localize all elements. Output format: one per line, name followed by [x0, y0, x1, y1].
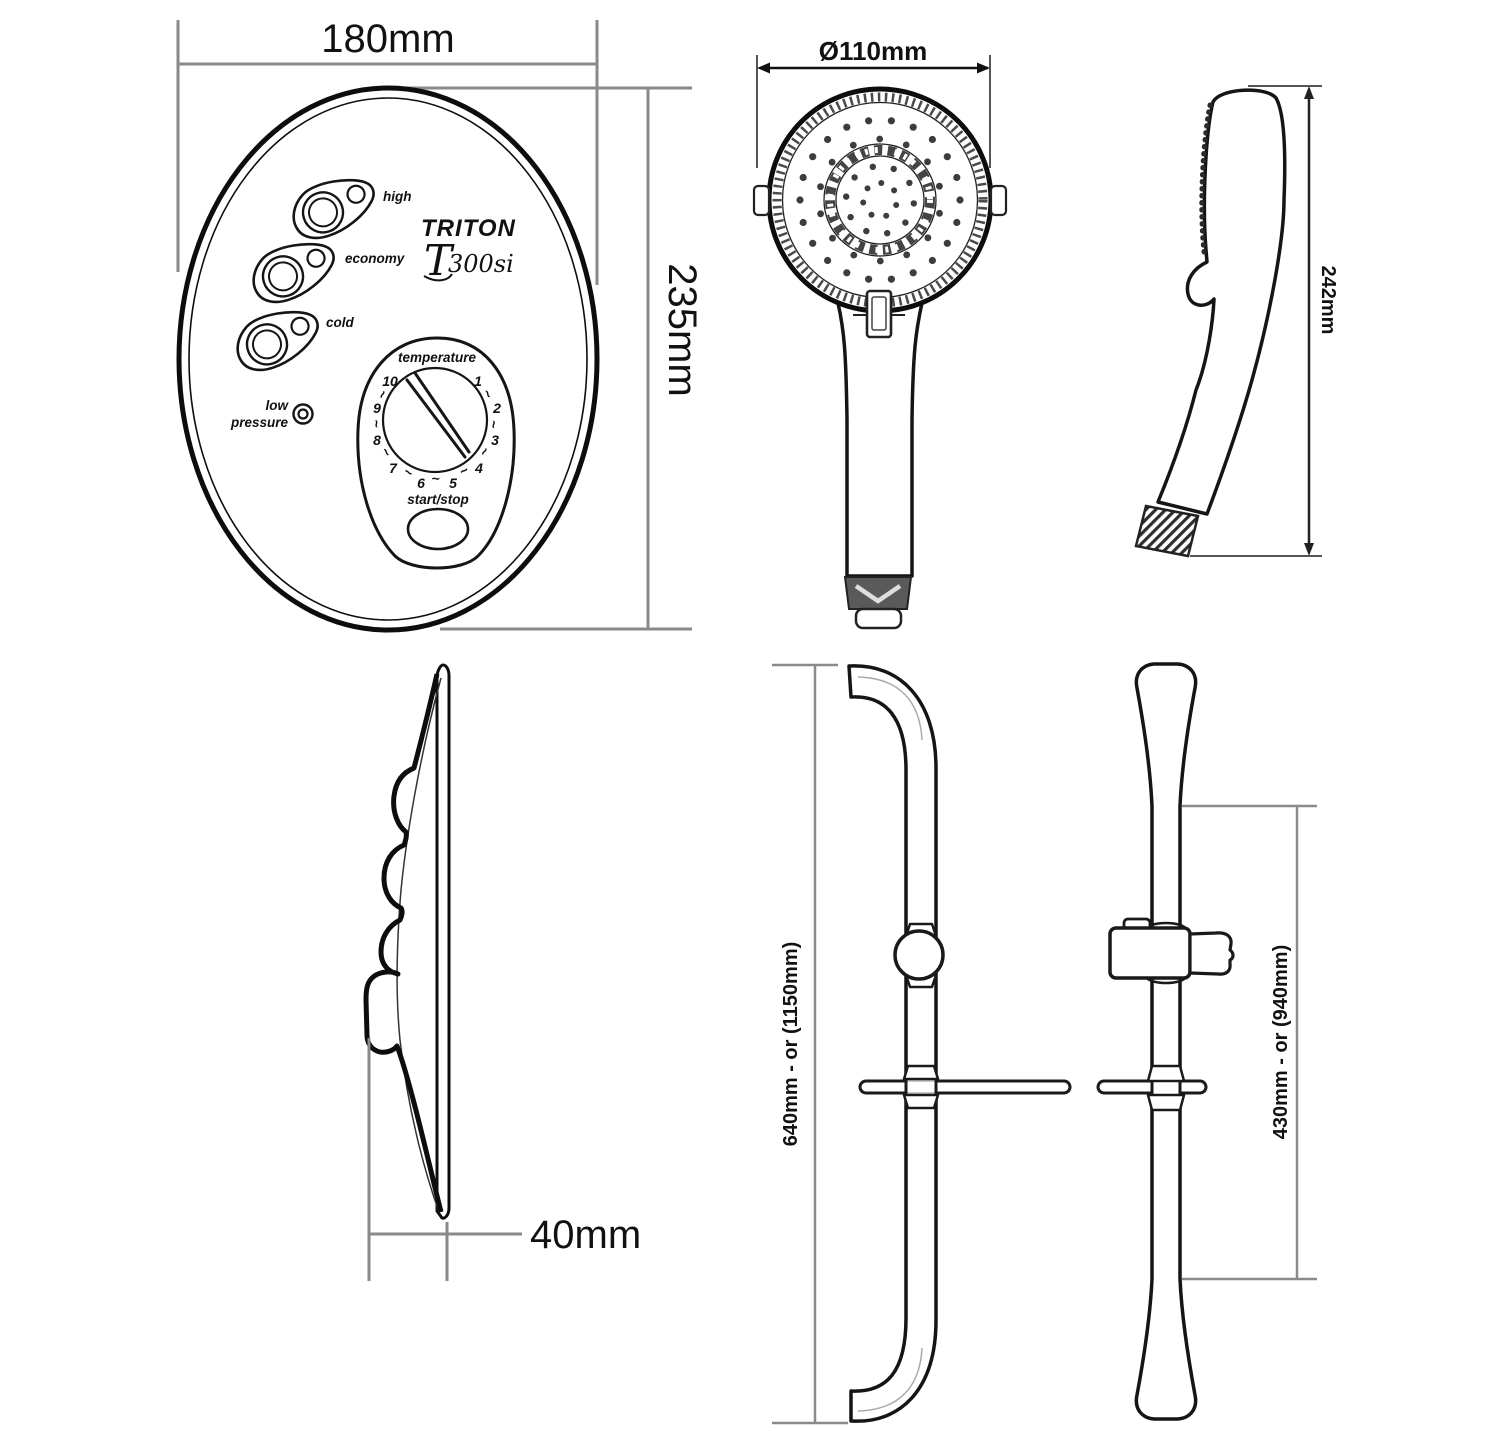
dish-clamp-lower [902, 1093, 940, 1110]
side-profile-bumps [363, 673, 444, 1213]
diameter-dimension-110mm: Ø110mm [756, 36, 991, 168]
handset-holder-grip[interactable] [1188, 931, 1235, 976]
connector-tip [1134, 504, 1200, 558]
slider-clamp-knob[interactable] [893, 929, 945, 981]
head-side-tab-right [989, 184, 1008, 217]
dial-number-1: 1 [474, 373, 482, 389]
riser-rail-front-view: 640mm - or (1150mm) [772, 663, 1072, 1425]
soap-dish [858, 1079, 1072, 1095]
svg-text:~: ~ [486, 420, 502, 429]
svg-text:~: ~ [432, 471, 441, 487]
dial-number-7: 7 [389, 460, 398, 476]
width-dimension-180mm: 180mm [176, 17, 599, 285]
low-pressure-label-line2: pressure [230, 415, 289, 430]
faceplate-outline [176, 85, 600, 633]
spray-mode-lever[interactable] [865, 289, 893, 339]
handset-front-view: Ø110mm [752, 36, 1008, 630]
dial-scale: 1 2 3 4 5 6 7 8 9 10 ~ ~ ~ ~ ~ ~ ~ ~ ~ [368, 373, 503, 491]
wall-plate-edge [435, 663, 451, 1220]
dial-pointer[interactable] [405, 378, 467, 459]
dial-number-6: 6 [417, 475, 425, 491]
dial-number-8: 8 [373, 432, 381, 448]
high-button[interactable]: high [286, 170, 412, 245]
rail-side-height-label: 430mm - or (940mm) [1270, 945, 1292, 1140]
low-pressure-label-line1: low [266, 398, 290, 413]
hose-connector-nut [843, 576, 913, 610]
dish-clamp-upper [902, 1064, 940, 1081]
head-side-tab-left [752, 184, 771, 217]
nozzle-dots [843, 163, 917, 237]
nozzle-dots [796, 117, 964, 283]
brand-logo: TRITON T 300si [421, 215, 516, 285]
handset-profile [1156, 88, 1287, 516]
dial-number-2: 2 [492, 400, 501, 416]
dial-number-5: 5 [449, 475, 457, 491]
rail-front-dimension: 640mm - or (1150mm) [772, 663, 848, 1425]
brand-name: TRITON [421, 215, 516, 242]
low-pressure-led [292, 403, 314, 425]
height-dimension-242mm: 242mm [1190, 85, 1339, 557]
dial-number-10: 10 [382, 373, 398, 389]
control-unit-front-view: 180mm 235mm high [176, 17, 704, 633]
riser-rail-side-view: 430mm - or (940mm) [1096, 662, 1317, 1421]
spray-face-texture [1199, 102, 1213, 255]
unit-depth-label: 40mm [530, 1213, 641, 1257]
handset-height-label: 242mm [1317, 266, 1339, 335]
control-unit-side-view: 40mm [363, 663, 641, 1281]
nozzle-dots [817, 135, 943, 265]
handset-handle [836, 301, 924, 578]
cold-button[interactable]: cold [230, 302, 355, 377]
model-suffix: 300si [448, 250, 514, 278]
rail-tube [847, 664, 938, 1423]
economy-button[interactable]: economy [246, 234, 406, 309]
height-dimension-235mm: 235mm [400, 86, 704, 631]
low-pressure-indicator: low pressure [230, 398, 314, 430]
rail-tube-side [1134, 662, 1198, 1421]
svg-text:~: ~ [368, 419, 385, 429]
temperature-dial-pod: temperature 1 2 3 4 5 6 7 8 9 10 ~ ~ ~ [356, 336, 516, 570]
cold-button-label: cold [326, 315, 355, 330]
start-stop-label: start/stop [407, 492, 469, 507]
dial-number-3: 3 [491, 432, 499, 448]
rail-front-height-label: 640mm - or (1150mm) [780, 942, 802, 1147]
unit-width-label: 180mm [321, 17, 454, 61]
handset-side-view: 242mm [1134, 85, 1339, 558]
depth-dimension-40mm: 40mm [367, 1038, 641, 1281]
nozzle-dots [860, 180, 900, 219]
dial-number-4: 4 [474, 460, 483, 476]
start-stop-button[interactable] [406, 507, 470, 551]
dial-number-9: 9 [373, 400, 381, 416]
temperature-label: temperature [398, 350, 477, 365]
temperature-dial[interactable] [381, 366, 489, 474]
unit-height-label: 235mm [660, 263, 704, 396]
high-button-label: high [383, 189, 412, 204]
economy-button-label: economy [345, 251, 406, 266]
handset-holder-body[interactable] [1108, 926, 1192, 980]
head-diameter-label: Ø110mm [819, 36, 927, 66]
rail-side-dimension: 430mm - or (940mm) [1182, 804, 1317, 1281]
